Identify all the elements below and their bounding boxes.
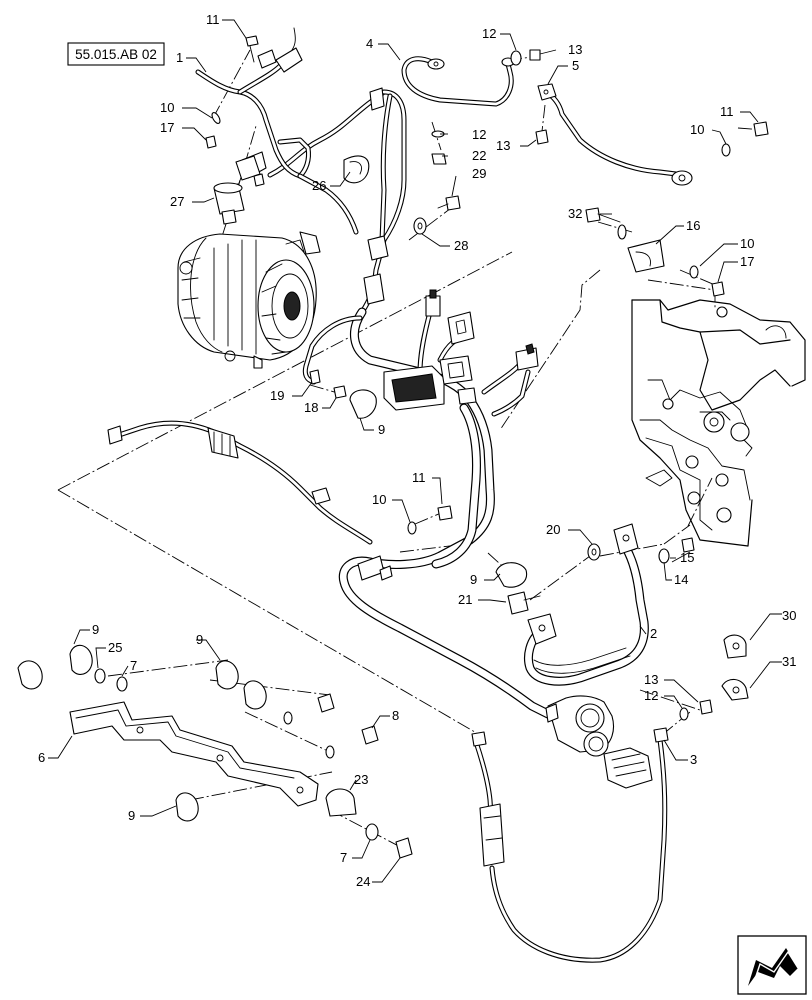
callout-1: 1 (176, 50, 183, 65)
callout-9: 9 (92, 622, 99, 637)
callout-10: 10 (160, 100, 174, 115)
main-harness-connector (545, 695, 653, 789)
hardware (17, 35, 769, 859)
reference-box[interactable]: 55.015.AB 02 (67, 42, 165, 66)
callout-3: 3 (690, 752, 697, 767)
callout-18: 18 (304, 400, 318, 415)
callout-11: 11 (412, 470, 426, 485)
battery-cable-4 (401, 56, 515, 107)
callout-25: 25 (108, 640, 122, 655)
callout-10: 10 (690, 122, 704, 137)
callout-28: 28 (454, 238, 468, 253)
callout-10: 10 (740, 236, 754, 251)
callout-11: 11 (720, 104, 734, 119)
callout-30: 30 (782, 608, 796, 623)
callout-9: 9 (470, 572, 477, 587)
callout-17: 17 (740, 254, 754, 269)
callout-6: 6 (38, 750, 45, 765)
callout-11: 11 (206, 12, 220, 27)
callout-14: 14 (674, 572, 688, 587)
callout-12: 12 (482, 26, 496, 41)
callout-8: 8 (392, 708, 399, 723)
callout-20: 20 (546, 522, 560, 537)
callout-16: 16 (686, 218, 700, 233)
callout-32: 32 (568, 206, 582, 221)
callout-17: 17 (160, 120, 174, 135)
callout-12: 12 (644, 688, 658, 703)
leader-lines (48, 19, 782, 883)
callout-15: 15 (680, 550, 694, 565)
callout-21: 21 (458, 592, 472, 607)
engine-block (631, 299, 806, 547)
callout-13: 13 (644, 672, 658, 687)
battery-strap-2 (523, 523, 649, 686)
callout-13: 13 (568, 42, 582, 57)
svg-text:55.015.AB 02: 55.015.AB 02 (75, 47, 157, 62)
callout-31: 31 (782, 654, 796, 669)
callout-4: 4 (366, 36, 373, 51)
callout-19: 19 (270, 388, 284, 403)
main-wiring-harness (107, 27, 553, 719)
callout-23: 23 (354, 772, 368, 787)
callout-12: 12 (472, 127, 486, 142)
next-page-arrow-icon[interactable] (737, 935, 807, 995)
callout-numbers: 11 1 10 17 27 26 4 12 22 12 13 5 13 29 2… (38, 12, 796, 889)
callout-26: 26 (312, 178, 326, 193)
callout-7: 7 (130, 658, 137, 673)
callout-9: 9 (196, 632, 203, 647)
callout-7: 7 (340, 850, 347, 865)
callout-22: 22 (472, 148, 486, 163)
callout-2: 2 (650, 626, 657, 641)
alternator (177, 231, 321, 369)
callout-5: 5 (572, 58, 579, 73)
callout-27: 27 (170, 194, 184, 209)
callout-10: 10 (372, 492, 386, 507)
callout-9: 9 (378, 422, 385, 437)
callout-9: 9 (128, 808, 135, 823)
harness-bracket-6 (69, 701, 319, 807)
callout-24: 24 (356, 874, 370, 889)
callout-29: 29 (472, 166, 486, 181)
callout-13: 13 (496, 138, 510, 153)
fused-cable-3 (471, 727, 669, 963)
ground-cable-5 (537, 83, 693, 186)
